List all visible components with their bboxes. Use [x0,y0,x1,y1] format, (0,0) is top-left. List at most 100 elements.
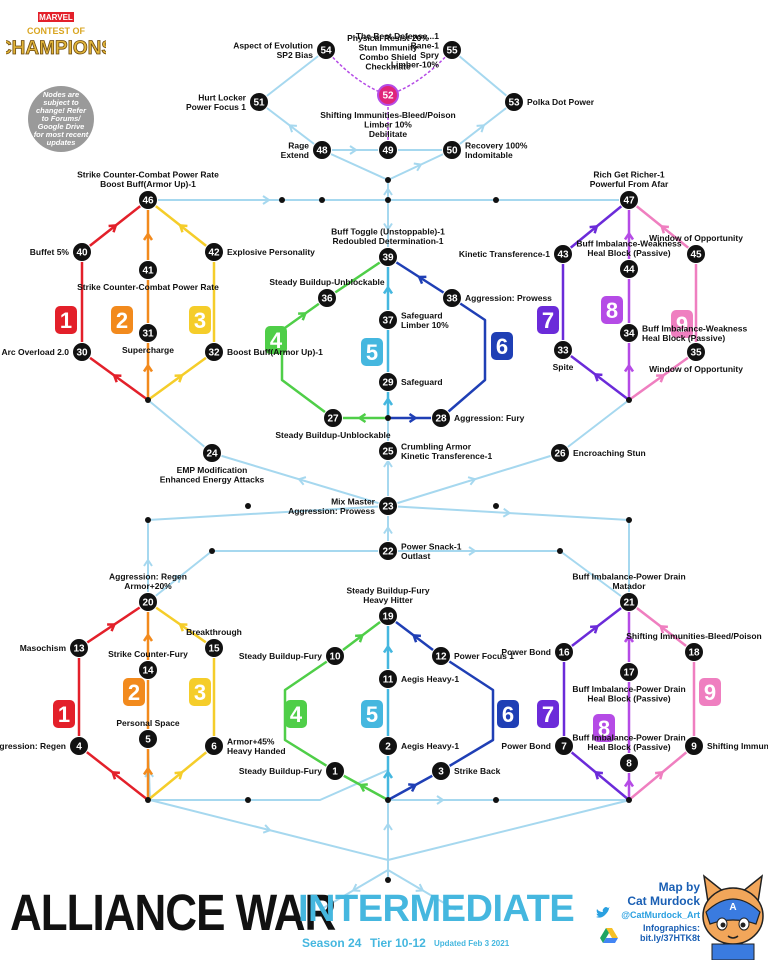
node-label: Heavy Hitter [363,595,413,605]
node-label: Safeguard [401,377,443,387]
path-badge-t3: 3 [189,306,211,334]
node-label: Steady Buildup-Fury [239,651,322,661]
node-label: Aggression: Regen [0,741,66,751]
node-number: 22 [382,547,394,558]
node-number: 47 [623,196,635,207]
node-number: 54 [320,46,332,57]
node-label: Buff Toggle (Unstoppable)-1 [331,227,445,237]
node-label: Arc Overload 2.0 [1,347,69,357]
junction-dot [245,797,251,803]
node-number: 1 [332,767,338,778]
logo-marvel: MARVEL [39,13,73,22]
path-badge-number: 3 [194,680,206,705]
path-badge-number: 1 [60,308,72,333]
path-badge-b9: 9 [699,678,721,706]
junction-dot [385,197,391,203]
path-badge-t2: 2 [111,306,133,334]
tier-label: Tier 10-12 [370,936,426,950]
node-number: 8 [626,759,632,770]
path-badge-b6: 6 [497,700,519,728]
node-label: Bane-1 [411,40,440,50]
path-badge-b1: 1 [53,700,75,728]
node-label: Window of Opportunity [649,364,743,374]
logo-contest-of: CONTEST OF [27,26,86,36]
node-label: Outlast [401,551,430,561]
junction-dot [385,797,391,803]
junction-dot [385,177,391,183]
path-badge-number: 7 [542,308,554,333]
node-number: 31 [142,329,154,340]
node-label: Heal Block (Passive) [587,248,670,258]
node-label: Aegis Heavy-1 [401,741,459,751]
node-label: SP2 Bias [277,50,314,60]
node-label: Indomitable [465,150,513,160]
junction-dot [209,548,215,554]
path-badge-number: 2 [116,308,128,333]
node-label: Strike Back [454,766,501,776]
path-badge-b4: 4 [285,700,307,728]
node-number: 36 [321,294,333,305]
notice-badge: Nodes are subject to change! Refer to Fo… [28,86,94,152]
path-badge-b5: 5 [361,700,383,728]
node-label: Buffet 5% [30,247,70,257]
node-label: Encroaching Stun [573,448,646,458]
title-alliance-war: ALLIANCE WAR [10,885,335,943]
node-4[interactable]: 4Aggression: Regen [0,737,89,756]
junction-dot [626,397,632,403]
path-badge-number: 3 [194,308,206,333]
node-number: 48 [316,146,328,157]
node-label: EMP Modification [177,465,248,475]
node-number: 28 [435,414,447,425]
path-badge-b2: 2 [123,678,145,706]
node-number: 52 [382,91,394,102]
junction-dot [245,503,251,509]
node-label: Buff Imbalance-Power Drain [572,572,685,582]
junction-dot [557,548,563,554]
node-label: Extend [281,150,309,160]
node-label: Stun Immunity [358,43,417,53]
node-number: 7 [561,742,567,753]
node-number: 44 [623,265,635,276]
